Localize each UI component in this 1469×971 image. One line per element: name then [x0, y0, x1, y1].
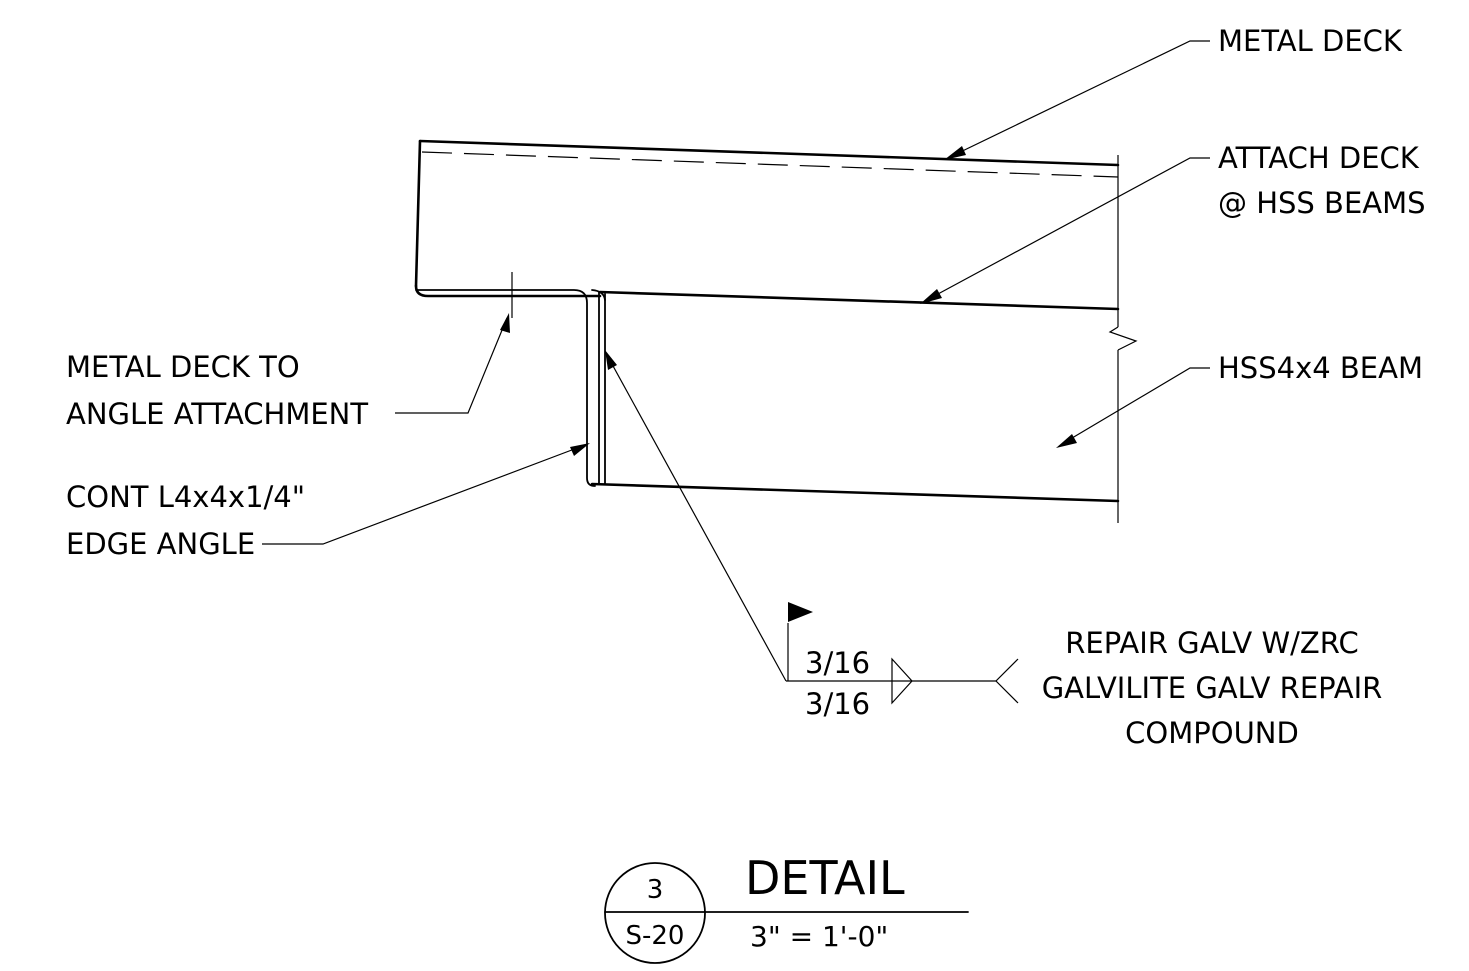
label-deck-to-angle-line2: ANGLE ATTACHMENT [66, 397, 368, 431]
sheet-number: S-20 [626, 921, 685, 951]
label-attach-deck-line1: ATTACH DECK [1218, 141, 1420, 175]
edge-angle [415, 289, 606, 487]
label-hss-beam: HSS4x4 BEAM [1218, 351, 1423, 385]
weld-symbol: 3/16 3/16 [786, 602, 1019, 721]
detail-number: 3 [647, 875, 664, 905]
detail-scale: 3" = 1'-0" [750, 920, 888, 953]
leader-deck-to-angle [395, 272, 513, 414]
metal-deck-slab [414, 139, 1120, 311]
weld-arrow-side-size: 3/16 [805, 646, 870, 680]
leader-hss-beam [1056, 367, 1210, 448]
label-edge-angle-line1: CONT L4x4x1/4" [66, 480, 305, 514]
label-repair-line2: GALVILITE GALV REPAIR [1042, 671, 1383, 705]
label-repair-line3: COMPOUND [1125, 716, 1299, 750]
hss-beam [590, 155, 1138, 523]
leader-weld [605, 350, 787, 682]
leader-edge-angle [262, 443, 590, 545]
leader-attach-deck [920, 157, 1210, 304]
weld-other-side-size: 3/16 [805, 687, 870, 721]
label-metal-deck: METAL DECK [1218, 24, 1403, 58]
detail-bubble [604, 862, 706, 964]
label-repair-line1: REPAIR GALV W/ZRC [1065, 626, 1358, 660]
leader-metal-deck [944, 40, 1210, 160]
label-edge-angle-line2: EDGE ANGLE [66, 527, 255, 561]
label-attach-deck-line2: @ HSS BEAMS [1218, 186, 1426, 220]
title-block: 3 S-20 DETAIL 3" = 1'-0" [604, 851, 969, 964]
field-weld-flag-icon [788, 602, 813, 622]
detail-title: DETAIL [745, 851, 905, 905]
label-deck-to-angle-line1: METAL DECK TO [66, 350, 300, 384]
